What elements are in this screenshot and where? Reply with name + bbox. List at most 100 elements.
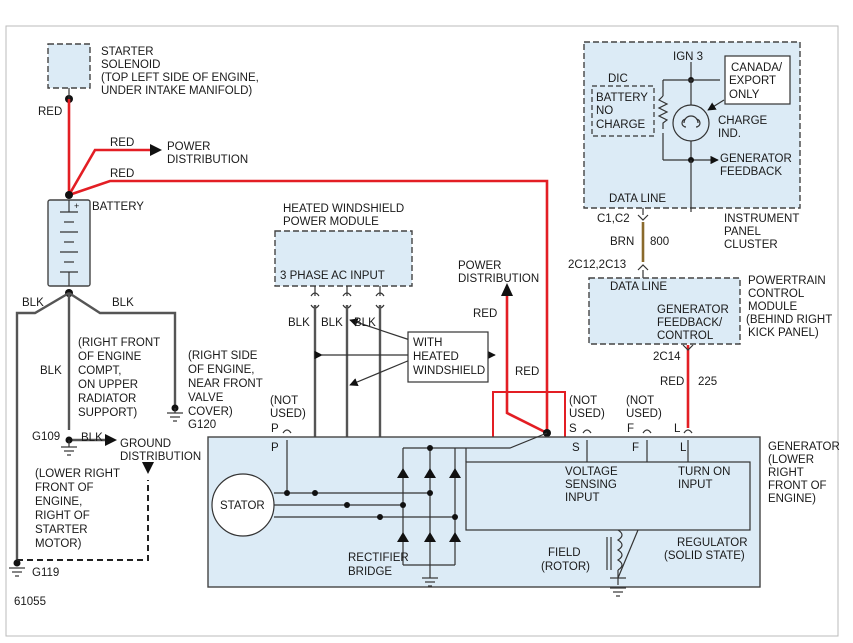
svg-text:DATA LINE: DATA LINE bbox=[609, 193, 666, 205]
svg-text:CANADA/: CANADA/ bbox=[731, 62, 783, 74]
instrument-panel-cluster: IGN 3 CANADA/ EXPORT ONLY DIC BATTERY NO… bbox=[583, 41, 801, 251]
wire-red-gen-1: RED bbox=[473, 308, 497, 320]
svg-text:2C14: 2C14 bbox=[653, 351, 681, 363]
svg-text:RADIATOR: RADIATOR bbox=[78, 393, 136, 405]
solenoid-label-4: UNDER INTAKE MANIFOLD) bbox=[101, 85, 252, 97]
svg-text:(RIGHT FRONT: (RIGHT FRONT bbox=[78, 337, 160, 349]
wire-red-gen-2: RED bbox=[515, 366, 539, 378]
svg-text:TURN ON: TURN ON bbox=[678, 466, 730, 478]
heated-windshield-module: HEATED WINDSHIELD POWER MODULE 3 PHASE A… bbox=[274, 203, 413, 287]
power-distribution-gen-1: POWER bbox=[458, 260, 501, 272]
svg-text:REGULATOR: REGULATOR bbox=[677, 537, 748, 549]
svg-text:ENGINE): ENGINE) bbox=[768, 493, 816, 505]
svg-text:NEAR FRONT: NEAR FRONT bbox=[188, 378, 263, 390]
ground-distribution-label-1: GROUND bbox=[120, 438, 171, 450]
svg-text:KICK PANEL): KICK PANEL) bbox=[748, 327, 819, 339]
power-distribution-label-2: DISTRIBUTION bbox=[167, 154, 248, 166]
solenoid-label-1: STARTER bbox=[101, 46, 154, 58]
svg-text:OF ENGINE,: OF ENGINE, bbox=[188, 364, 254, 376]
svg-text:FEEDBACK/: FEEDBACK/ bbox=[657, 317, 723, 329]
svg-text:ENGINE,: ENGINE, bbox=[35, 496, 82, 508]
powertrain-control-module: DATA LINE GENERATOR FEEDBACK/ CONTROL PO… bbox=[588, 275, 832, 363]
svg-text:PANEL: PANEL bbox=[724, 226, 761, 238]
svg-text:FEEDBACK: FEEDBACK bbox=[720, 166, 782, 178]
wire-brn: BRN bbox=[610, 236, 634, 248]
svg-text:(NOT: (NOT bbox=[569, 395, 597, 407]
svg-text:COVER): COVER) bbox=[188, 406, 233, 418]
svg-text:VALVE: VALVE bbox=[188, 392, 224, 404]
svg-text:IND.: IND. bbox=[718, 128, 741, 140]
svg-text:DIC: DIC bbox=[608, 73, 628, 85]
pcm-connector-top-label: 2C12,2C13 bbox=[568, 259, 626, 271]
svg-text:(NOT: (NOT bbox=[626, 395, 654, 407]
ground-g120: G120 bbox=[167, 404, 216, 431]
svg-text:(ROTOR): (ROTOR) bbox=[541, 561, 590, 573]
right-front-engine-note: (RIGHT FRONT OF ENGINE COMPT, ON UPPER R… bbox=[78, 337, 160, 419]
svg-text:HEATED WINDSHIELD: HEATED WINDSHIELD bbox=[283, 203, 404, 215]
blk-wires-battery bbox=[15, 291, 177, 565]
terminal-l-outer: L bbox=[674, 423, 681, 435]
svg-text:GENERATOR: GENERATOR bbox=[720, 153, 792, 165]
ground-distribution-label-2: DISTRIBUTION bbox=[120, 451, 201, 463]
wire-red-power: RED bbox=[110, 137, 134, 149]
svg-text:INPUT: INPUT bbox=[678, 479, 713, 491]
g109-label: G109 bbox=[32, 431, 60, 443]
svg-text:MODULE: MODULE bbox=[748, 301, 798, 313]
svg-text:HEATED: HEATED bbox=[413, 351, 459, 363]
diagram-frame bbox=[5, 25, 839, 637]
svg-text:SENSING: SENSING bbox=[565, 479, 617, 491]
svg-text:(LOWER: (LOWER bbox=[768, 454, 814, 466]
battery-label: BATTERY bbox=[92, 201, 144, 213]
svg-text:GENERATOR: GENERATOR bbox=[768, 441, 840, 453]
svg-text:FIELD: FIELD bbox=[548, 547, 581, 559]
wire-red-l: RED bbox=[660, 376, 684, 388]
svg-text:FRONT OF: FRONT OF bbox=[35, 482, 94, 494]
svg-text:(RIGHT SIDE: (RIGHT SIDE bbox=[188, 350, 258, 362]
ground-distribution-link bbox=[17, 480, 149, 561]
wire-blk-middle: BLK bbox=[40, 365, 62, 377]
svg-text:SUPPORT): SUPPORT) bbox=[78, 407, 137, 419]
stator-label: STATOR bbox=[220, 500, 265, 512]
ground-distribution-arrow bbox=[142, 462, 154, 474]
wire-red-solenoid: RED bbox=[38, 106, 62, 118]
g119-label: G119 bbox=[32, 567, 59, 579]
svg-text:INPUT: INPUT bbox=[565, 492, 600, 504]
wire-blk-phase2: BLK bbox=[321, 317, 343, 329]
wire-blk-phase1: BLK bbox=[288, 317, 310, 329]
svg-text:POWER MODULE: POWER MODULE bbox=[283, 216, 379, 228]
svg-text:BATTERY: BATTERY bbox=[596, 92, 648, 104]
terminal-l-inner: L bbox=[680, 442, 687, 454]
right-side-engine-note: (RIGHT SIDE OF ENGINE, NEAR FRONT VALVE … bbox=[188, 350, 263, 418]
svg-text:OF ENGINE: OF ENGINE bbox=[78, 351, 142, 363]
svg-text:RECTIFIER: RECTIFIER bbox=[348, 552, 409, 564]
terminal-s-outer: S bbox=[569, 423, 577, 435]
wire-blk-phase3: BLK bbox=[354, 317, 376, 329]
figure-id: 61055 bbox=[14, 596, 46, 608]
svg-text:COMPT,: COMPT, bbox=[78, 365, 121, 377]
svg-text:IGN 3: IGN 3 bbox=[673, 51, 703, 63]
starter-solenoid: STARTER SOLENOID (TOP LEFT SIDE OF ENGIN… bbox=[47, 43, 259, 103]
svg-text:USED): USED) bbox=[626, 408, 662, 420]
svg-text:CONTROL: CONTROL bbox=[657, 330, 714, 342]
g120-label: G120 bbox=[188, 419, 216, 431]
svg-text:ONLY: ONLY bbox=[729, 89, 760, 101]
svg-text:DATA LINE: DATA LINE bbox=[610, 281, 667, 293]
three-phase-input: 3 PHASE AC INPUT bbox=[280, 270, 385, 282]
terminal-f-outer: F bbox=[627, 423, 634, 435]
battery: + BATTERY bbox=[47, 199, 144, 297]
terminal-p-inner: P bbox=[271, 442, 279, 454]
red-wires bbox=[65, 99, 690, 437]
generator: GENERATOR (LOWER RIGHT FRONT OF ENGINE) … bbox=[207, 395, 840, 597]
svg-text:C1,C2: C1,C2 bbox=[597, 213, 630, 225]
wire-blk-right: BLK bbox=[112, 297, 134, 309]
terminal-p-outer: P bbox=[271, 423, 279, 435]
svg-text:NO: NO bbox=[596, 105, 613, 117]
svg-text:(NOT: (NOT bbox=[270, 395, 298, 407]
svg-text:(BEHIND RIGHT: (BEHIND RIGHT bbox=[746, 314, 832, 326]
svg-text:STARTER: STARTER bbox=[35, 524, 88, 536]
power-distribution-gen-2: DISTRIBUTION bbox=[458, 273, 539, 285]
svg-text:WITH: WITH bbox=[413, 337, 442, 349]
svg-text:USED): USED) bbox=[270, 408, 306, 420]
terminal-s-inner: S bbox=[572, 442, 580, 454]
svg-text:+: + bbox=[74, 201, 79, 211]
